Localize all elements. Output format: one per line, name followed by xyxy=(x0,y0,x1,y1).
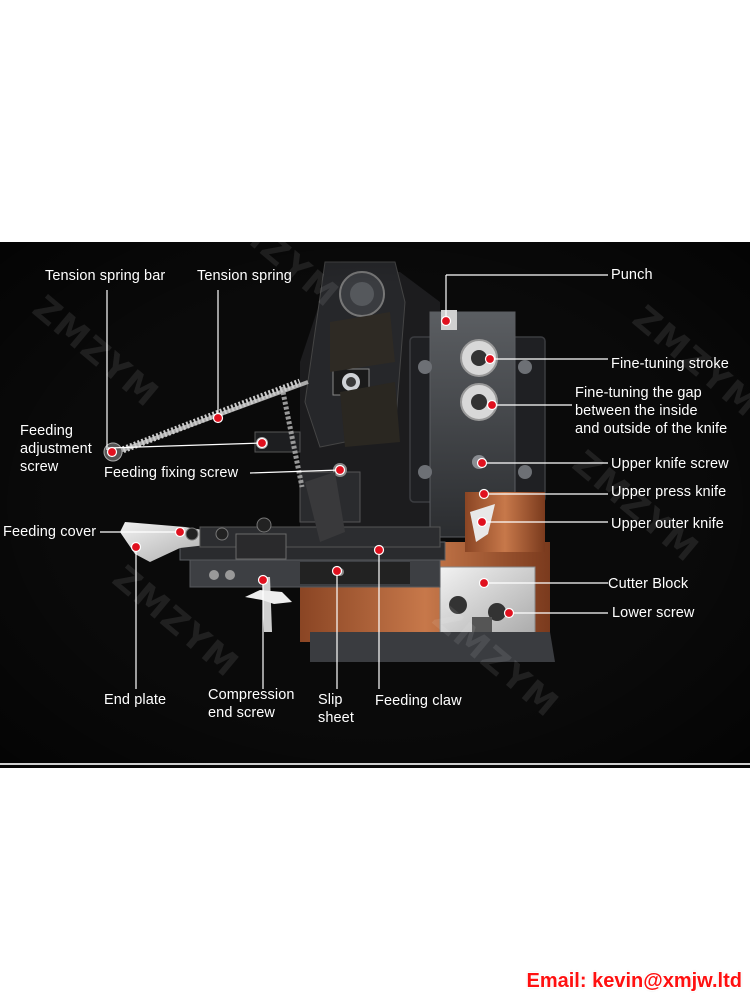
markers xyxy=(106,315,515,619)
marker-slip-sheet xyxy=(331,565,343,577)
marker-compression-end-screw xyxy=(257,574,269,586)
label-compression-end-screw: Compression end screw xyxy=(208,687,295,721)
label-lower-screw: Lower screw xyxy=(612,605,695,621)
marker-fine-tuning-stroke xyxy=(484,353,496,365)
leader-feeding-adjust xyxy=(107,442,263,449)
label-tension-spring-bar: Tension spring bar xyxy=(45,268,166,284)
diagram-panel: ZMZYM ZMZYM ZMZYM ZMZYM ZMZYM ZMZYM Tens… xyxy=(0,242,750,768)
label-punch: Punch xyxy=(611,267,653,283)
crimping-machine-illustration xyxy=(0,242,750,768)
leader-feeding-fixing xyxy=(249,469,341,474)
marker-feeding-cover xyxy=(174,526,186,538)
label-feeding-fixing-screw: Feeding fixing screw xyxy=(104,465,239,481)
label-upper-knife-screw: Upper knife screw xyxy=(611,456,729,472)
label-upper-press-knife: Upper press knife xyxy=(611,484,727,500)
label-feeding-adjustment-screw: Feeding adjustment screw xyxy=(20,423,92,475)
label-fine-tuning-stroke: Fine-tuning stroke xyxy=(611,356,729,372)
label-feeding-cover: Feeding cover xyxy=(3,524,97,540)
label-feeding-claw: Feeding claw xyxy=(375,693,462,709)
leader-lines xyxy=(100,274,608,689)
marker-upper-press-knife xyxy=(478,488,490,500)
label-fine-tuning-gap: Fine-tuning the gap between the inside a… xyxy=(575,385,728,437)
marker-feeding-claw xyxy=(373,544,385,556)
label-end-plate: End plate xyxy=(104,692,167,708)
label-slip-sheet: Slip sheet xyxy=(318,692,354,726)
marker-punch xyxy=(440,315,452,327)
marker-upper-knife-screw xyxy=(476,457,488,469)
marker-feeding-fixing xyxy=(334,464,346,476)
marker-feeding-adjust xyxy=(256,437,268,449)
marker-tension-spring-bar xyxy=(106,446,118,458)
label-cutter-block: Cutter Block xyxy=(608,576,689,592)
marker-fine-tuning-gap xyxy=(486,399,498,411)
marker-tension-spring xyxy=(212,412,224,424)
marker-cutter-block xyxy=(478,577,490,589)
marker-lower-screw xyxy=(503,607,515,619)
label-tension-spring: Tension spring xyxy=(197,268,292,284)
divider-line xyxy=(0,763,750,765)
label-upper-outer-knife: Upper outer knife xyxy=(611,516,724,532)
email-text: Email: kevin@xmjw.ltd xyxy=(526,970,743,992)
marker-end-plate xyxy=(130,541,142,553)
marker-upper-outer-knife xyxy=(476,516,488,528)
